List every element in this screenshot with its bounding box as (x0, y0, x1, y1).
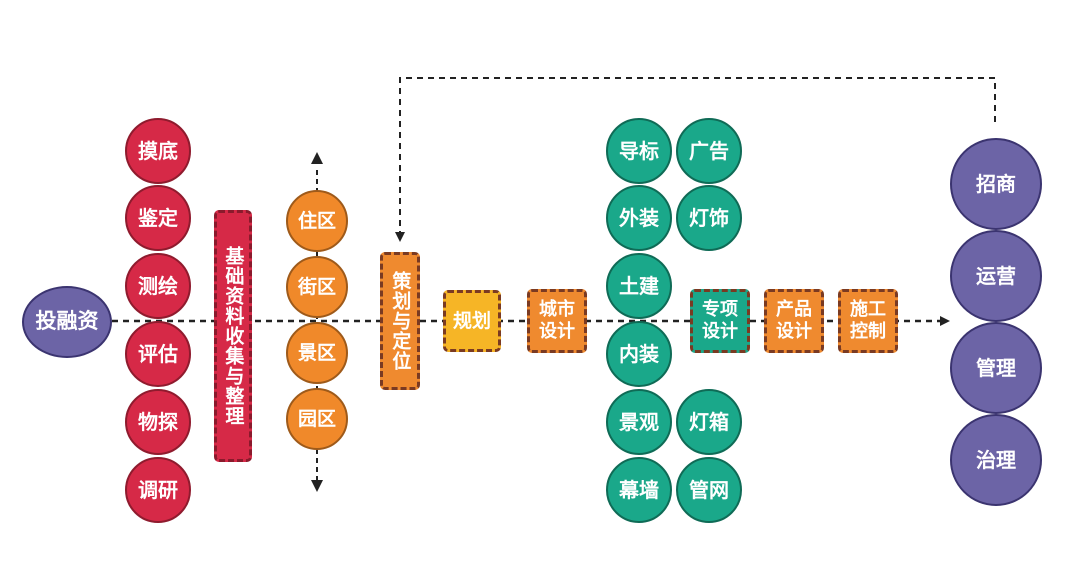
design-label: 灯箱 (689, 410, 729, 434)
survey-label: 测绘 (138, 274, 178, 298)
design-label: 幕墙 (619, 478, 659, 502)
data-collection-box: 基础资料收集与整理 (214, 210, 252, 462)
strategy-label: 策划与定位 (389, 271, 412, 371)
construction-control-box: 施工 控制 (838, 289, 898, 353)
ops-label: 管理 (976, 356, 1016, 380)
data-collection-label: 基础资料收集与整理 (222, 246, 245, 426)
zone-circle: 街区 (286, 256, 348, 318)
start-circle: 投融资 (22, 286, 112, 358)
survey-label: 鉴定 (138, 206, 178, 230)
ops-label: 运营 (976, 264, 1016, 288)
special-design-box: 专项 设计 (690, 289, 750, 353)
zone-label: 园区 (297, 407, 336, 430)
design-circle: 灯箱 (676, 389, 742, 455)
design-label: 管网 (689, 478, 729, 502)
urban-design-label: 城市 设计 (539, 299, 575, 342)
plan-box: 规划 (443, 290, 501, 352)
strategy-box: 策划与定位 (380, 252, 420, 390)
urban-design-box: 城市 设计 (527, 289, 587, 353)
zone-label: 街区 (297, 275, 336, 298)
survey-circle: 物探 (125, 389, 191, 455)
survey-circle: 摸底 (125, 118, 191, 184)
design-circle: 外装 (606, 185, 672, 251)
survey-label: 评估 (138, 342, 178, 366)
design-label: 内装 (619, 342, 659, 366)
design-label: 土建 (619, 274, 659, 298)
zones-up-arrow (311, 152, 323, 164)
construction-control-label: 施工 控制 (850, 299, 886, 342)
design-circle: 管网 (676, 457, 742, 523)
ops-label: 治理 (976, 448, 1016, 472)
design-label: 景观 (619, 410, 659, 434)
design-circle: 内装 (606, 321, 672, 387)
design-circle: 景观 (606, 389, 672, 455)
plan-label: 规划 (452, 309, 491, 332)
design-circle: 灯饰 (676, 185, 742, 251)
ops-circle: 运营 (950, 230, 1042, 322)
design-circle: 幕墙 (606, 457, 672, 523)
feedback-loop-line (395, 77, 996, 242)
survey-label: 物探 (138, 410, 178, 434)
design-circle: 导标 (606, 118, 672, 184)
survey-label: 调研 (138, 478, 178, 502)
zone-label: 住区 (297, 209, 336, 232)
survey-circle: 测绘 (125, 253, 191, 319)
survey-circle: 评估 (125, 321, 191, 387)
design-circle: 广告 (676, 118, 742, 184)
product-design-box: 产品 设计 (764, 289, 824, 353)
special-design-label: 专项 设计 (702, 299, 738, 342)
design-label: 灯饰 (689, 206, 729, 230)
zone-circle: 住区 (286, 190, 348, 252)
start-label: 投融资 (35, 309, 99, 334)
design-label: 导标 (619, 139, 659, 163)
ops-circle: 管理 (950, 322, 1042, 414)
survey-circle: 调研 (125, 457, 191, 523)
survey-circle: 鉴定 (125, 185, 191, 251)
survey-label: 摸底 (138, 139, 178, 163)
design-label: 外装 (619, 206, 659, 230)
zones-down-arrow (311, 480, 323, 492)
design-label: 广告 (689, 139, 729, 163)
design-circle: 土建 (606, 253, 672, 319)
product-design-label: 产品 设计 (776, 299, 812, 342)
ops-label: 招商 (976, 172, 1016, 196)
ops-circle: 治理 (950, 414, 1042, 506)
ops-circle: 招商 (950, 138, 1042, 230)
zone-circle: 园区 (286, 388, 348, 450)
zone-circle: 景区 (286, 322, 348, 384)
zone-label: 景区 (297, 341, 336, 364)
